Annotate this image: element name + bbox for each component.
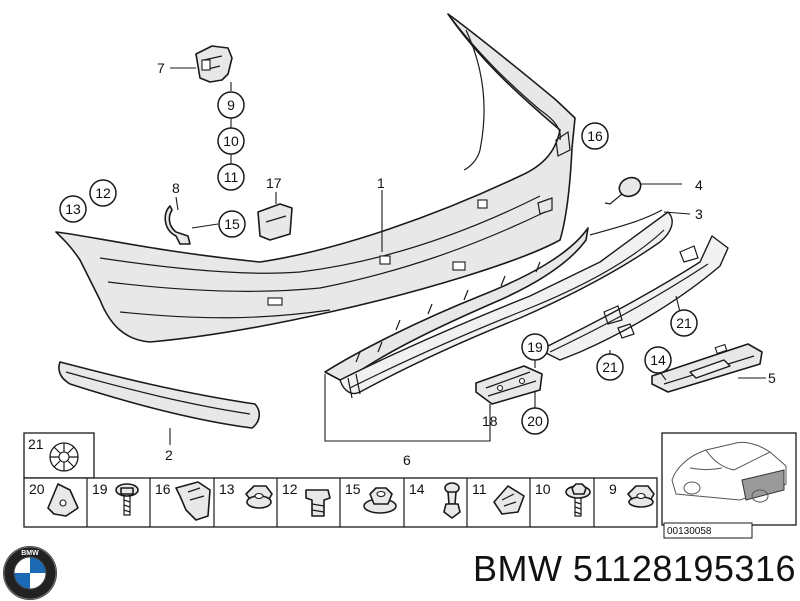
clip-part [164,205,191,245]
support-bracket-part [539,235,729,361]
car-thumbnail: 00130058 [661,432,797,539]
brand-part-number: BMW 51128195316 [472,548,796,589]
plug-part [257,203,293,241]
legend-label-20: 20 [29,481,45,497]
callout-11: 11 [217,163,245,191]
callout-7: 7 [157,60,165,76]
callout-9: 9 [217,91,245,119]
svg-text:21: 21 [676,315,692,331]
svg-text:11: 11 [224,169,239,185]
legend-label-10: 10 [535,481,551,497]
svg-text:15: 15 [224,216,240,232]
legend-label-16: 16 [155,481,171,497]
svg-text:20: 20 [527,413,543,429]
svg-text:14: 14 [650,352,666,368]
callout-labels: 1 2 3 4 5 6 7 8 17 18 [157,60,776,468]
svg-text:12: 12 [95,185,111,201]
washer-screw-icon [565,483,591,517]
legend-label-15: 15 [345,481,361,497]
bmw-logo: BMW [3,546,57,600]
svg-text:19: 19 [527,339,543,355]
callout-15: 15 [218,210,246,238]
callout-19: 19 [521,333,549,361]
legend-label-11: 11 [472,481,487,497]
diagram-ref-number: 00130058 [667,526,712,537]
callout-bubbles: 9 10 11 12 13 15 16 19 [59,91,698,435]
svg-text:BMW: BMW [21,550,39,557]
callout-13: 13 [59,195,87,223]
callout-4: 4 [695,177,703,193]
callout-10: 10 [217,127,245,155]
push-pin-icon [443,482,461,519]
flange-nut-icon [363,487,397,514]
upper-strip-part [589,209,663,236]
hex-nut-icon [245,485,273,509]
tow-cap-part [604,176,642,205]
bumper-carrier-part [324,211,673,399]
legend-label-9: 9 [609,481,617,497]
svg-text:16: 16 [587,128,603,144]
callout-14: 14 [644,346,672,374]
rivet-icon [49,442,79,472]
car-outline-icon [671,441,787,503]
lower-trim-strip-part [58,361,261,429]
callout-20: 20 [521,407,549,435]
legend-cell-21: 21 [23,432,95,479]
legend-strip: 20 19 16 13 12 15 14 11 10 9 [23,477,658,528]
svg-text:13: 13 [65,201,81,217]
lamp-housing-part [651,343,763,393]
svg-text:10: 10 [223,133,239,149]
nut-icon [627,485,655,508]
callout-8: 8 [172,180,180,196]
mounting-bracket-part [475,365,543,405]
legend-label-12: 12 [282,481,298,497]
legend-label-14: 14 [409,481,425,497]
svg-text:9: 9 [227,97,235,113]
expanding-clip-icon [175,481,211,521]
fastener-legend: 21 20 19 16 13 12 15 14 [23,432,658,528]
legend-label-13: 13 [219,481,235,497]
hex-screw-icon [115,483,139,516]
svg-text:21: 21 [28,436,44,452]
callout-12: 12 [89,179,117,207]
callout-16: 16 [581,122,609,150]
callout-17: 17 [266,175,282,191]
callout-2: 2 [165,447,173,463]
legend-label-19: 19 [92,481,108,497]
callout-6: 6 [403,452,411,468]
callout-1: 1 [377,175,385,191]
callout-5: 5 [768,370,776,386]
clip-nut-icon [493,485,525,515]
svg-text:21: 21 [602,359,618,375]
guide-bracket-part [195,45,233,83]
callout-21-right: 21 [670,309,698,337]
callout-18: 18 [482,413,498,429]
pan-bolt-icon [305,489,331,517]
callout-3: 3 [695,206,703,222]
callout-21-center: 21 [596,353,624,381]
spring-nut-icon [47,483,79,517]
parts-diagram: 1 2 3 4 5 6 7 8 17 18 9 10 11 12 13 [23,13,797,539]
bumper-cover-part [55,13,576,343]
